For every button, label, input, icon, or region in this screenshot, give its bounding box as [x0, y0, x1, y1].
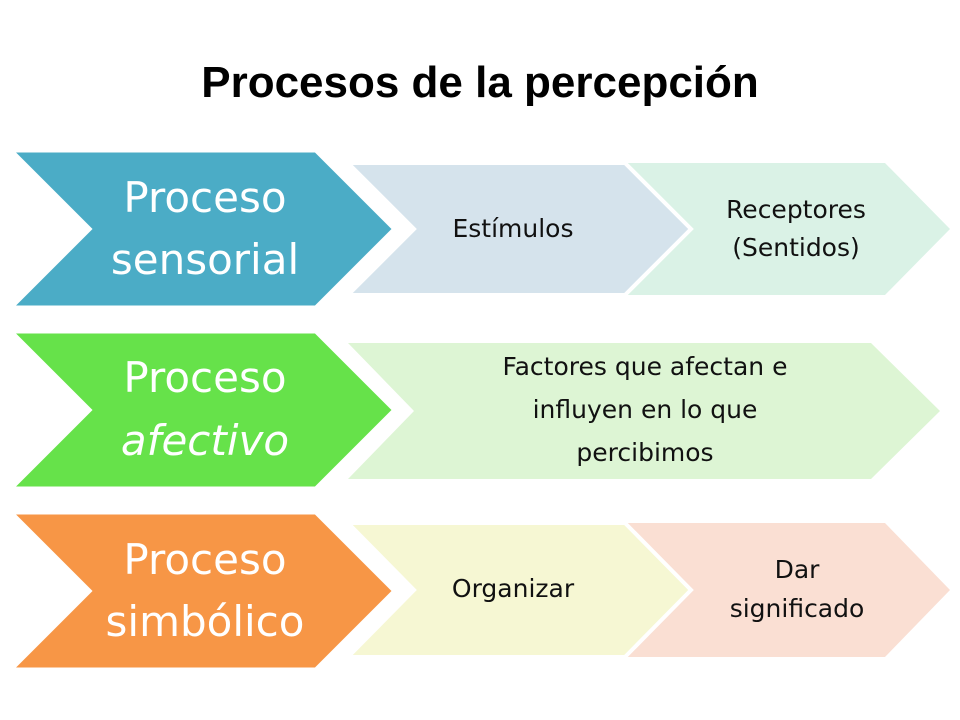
proceso-afectivo-line1: Proceso — [123, 353, 286, 402]
chevron-factores — [348, 343, 940, 479]
proceso-sensorial-line1: Proceso — [123, 173, 286, 222]
chevron-proceso-afectivo — [3, 328, 399, 492]
row-sensorial: Proceso sensorial Estímulos Receptores (… — [3, 147, 950, 311]
receptores-line2: (Sentidos) — [732, 233, 860, 262]
row-afectivo: Proceso afectivo Factores que afectan e … — [3, 328, 940, 492]
chevron-receptores — [625, 163, 950, 295]
dar-significado-line2: significado — [730, 594, 865, 623]
factores-line2: influyen en lo que — [533, 395, 758, 424]
dar-significado-line1: Dar — [775, 555, 821, 584]
chevron-estimulos — [343, 161, 694, 297]
receptores-line1: Receptores — [726, 195, 866, 224]
factores-line3: percibimos — [576, 438, 713, 467]
chevron-proceso-sensorial — [3, 147, 399, 311]
proceso-sensorial-line2: sensorial — [111, 235, 299, 284]
proceso-afectivo-line2: afectivo — [121, 416, 289, 465]
chevron-organizar — [343, 521, 694, 659]
organizar-label: Organizar — [452, 574, 575, 603]
proceso-simbolico-line1: Proceso — [123, 535, 286, 584]
chevron-proceso-simbolico — [3, 509, 399, 673]
factores-line1: Factores que afectan e — [503, 352, 788, 381]
estimulos-label: Estímulos — [452, 214, 573, 243]
page-title: Procesos de la percepción — [201, 58, 759, 107]
chevron-dar-significado — [625, 523, 950, 657]
proceso-simbolico-line2: simbólico — [106, 597, 305, 646]
row-simbolico: Proceso simbólico Organizar Dar signific… — [3, 509, 950, 673]
